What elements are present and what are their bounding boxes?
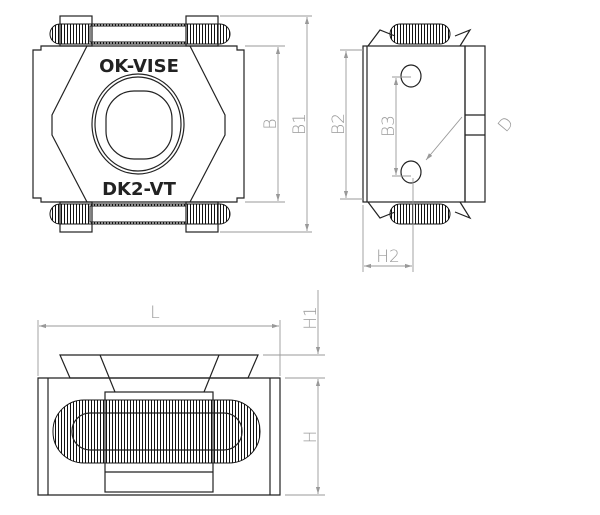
dim-L: L — [37, 303, 281, 376]
label-B3: B3 — [379, 115, 399, 137]
label-L: L — [150, 303, 159, 323]
dim-B2: B2 — [329, 49, 363, 200]
center-hole — [105, 90, 173, 160]
label-B2: B2 — [329, 113, 349, 135]
label-B: B — [261, 118, 281, 129]
front-view — [37, 354, 281, 496]
dim-B1: B1 — [220, 15, 312, 233]
marking-top: OK-VISE — [99, 56, 179, 77]
marking-bottom: DK2-VT — [102, 179, 177, 200]
side-flange — [464, 45, 486, 203]
label-H: H — [301, 431, 321, 444]
dim-B: B — [245, 45, 285, 203]
label-H2: H2 — [376, 247, 400, 267]
dim-H1: H1 — [263, 290, 325, 356]
clamp-body — [32, 45, 245, 203]
label-D: D — [494, 113, 518, 136]
dim-H: H — [285, 377, 325, 496]
hexagon-outline — [51, 45, 226, 203]
side-view — [362, 23, 486, 225]
outer-ring — [91, 73, 185, 175]
bottom-springs — [49, 201, 231, 233]
hole-lower — [400, 160, 422, 184]
dim-B3: B3 — [379, 76, 411, 177]
hole-upper — [400, 64, 422, 88]
dim-H2: H2 — [362, 178, 414, 272]
label-B1: B1 — [290, 113, 310, 135]
outer-ring-inner-edge — [94, 76, 182, 172]
label-H1: H1 — [301, 306, 321, 330]
dim-D: D — [425, 113, 518, 161]
top-springs — [49, 15, 231, 47]
front-center-block — [104, 391, 214, 493]
top-view: OK-VISE DK2-VT — [32, 15, 245, 233]
